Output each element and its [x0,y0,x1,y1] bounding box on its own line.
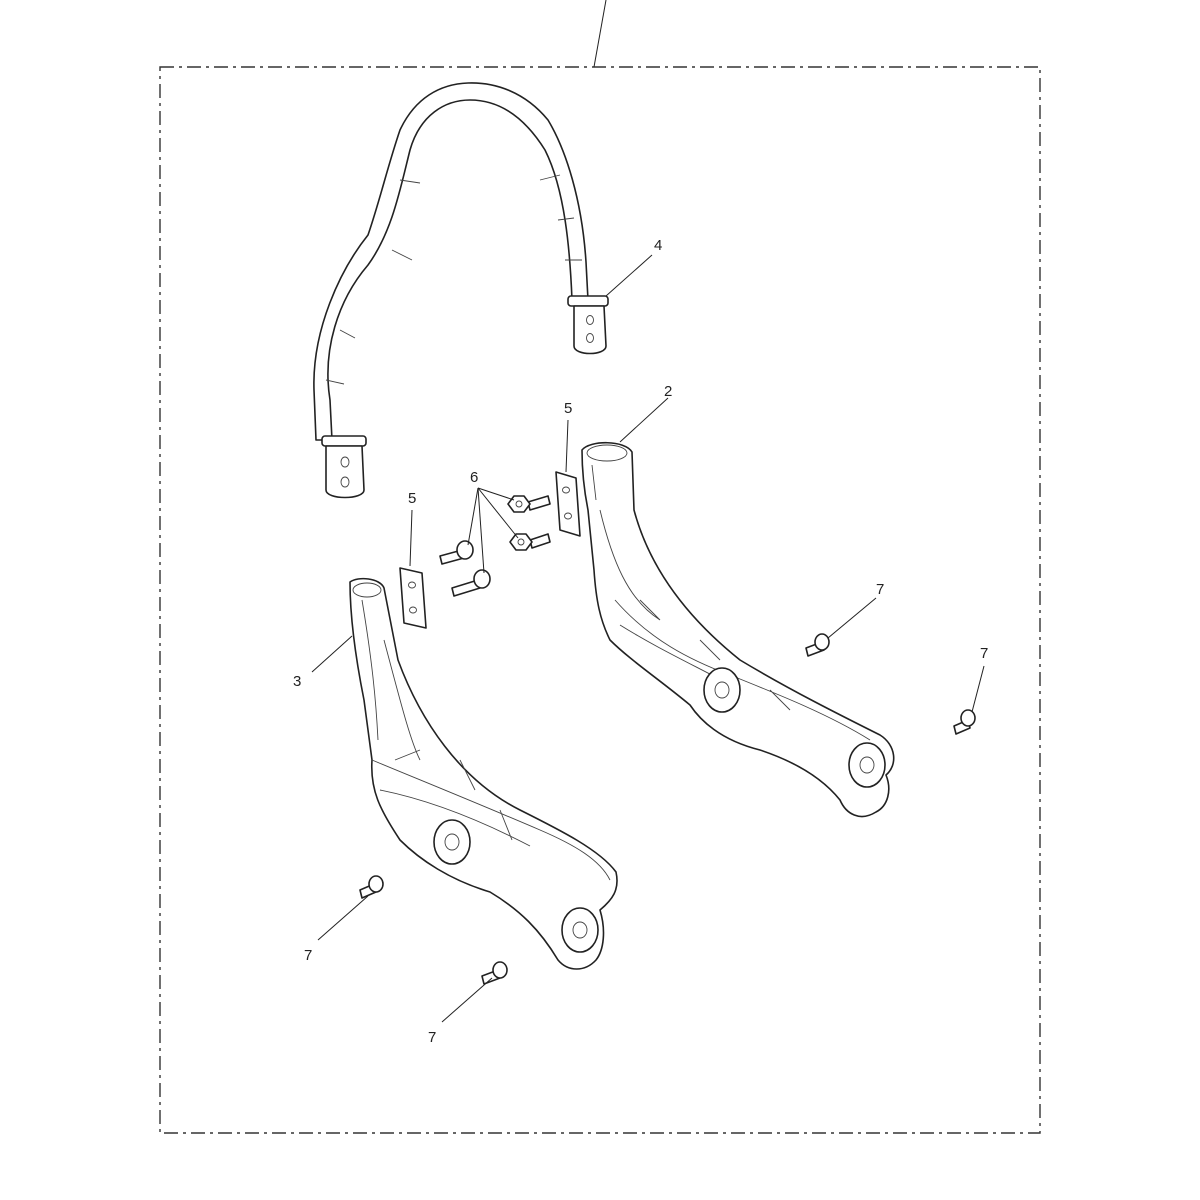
callout-7-b: 7 [980,645,988,662]
grab-rail [313,82,609,499]
screw-3 [359,875,384,899]
callout-labels: 4 2 5 5 6 3 7 7 7 7 [293,237,988,1046]
bracket-left [349,577,618,970]
bolts-and-nuts [439,495,551,597]
callout-4: 4 [654,237,662,254]
screw-1 [805,633,830,657]
spacer-plate-right [555,471,581,537]
kit-boundary [159,0,1041,1134]
screw-2 [953,709,976,735]
callout-3: 3 [293,673,301,690]
callout-7-d: 7 [428,1029,436,1046]
bracket-right [581,441,895,818]
callout-6: 6 [470,469,478,486]
callout-7-c: 7 [304,947,312,964]
leader-lines [311,254,985,1023]
callout-5-right: 5 [564,400,572,417]
spacer-plate-left [399,567,427,629]
callout-7-a: 7 [876,581,884,598]
callout-2: 2 [664,383,672,400]
screw-4 [481,961,508,985]
callout-5-left: 5 [408,490,416,507]
